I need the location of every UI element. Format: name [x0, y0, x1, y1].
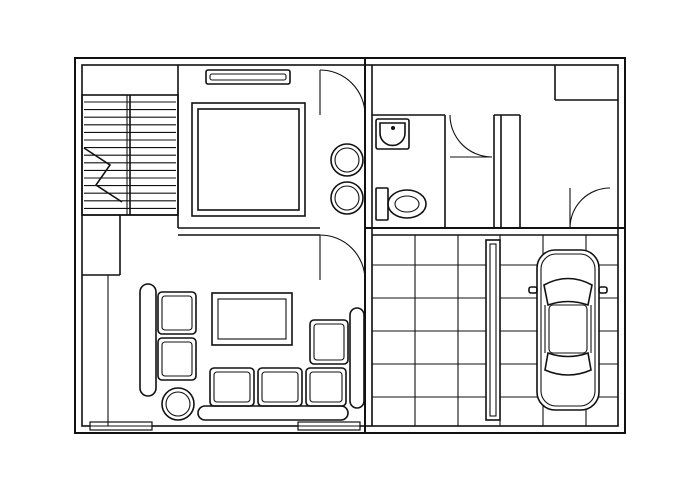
bed-icon — [191, 102, 306, 217]
doors — [319, 69, 611, 281]
sofa-icon — [139, 283, 365, 421]
car-icon — [528, 249, 608, 411]
side-table — [161, 387, 195, 421]
toilet-icon — [375, 187, 427, 221]
nightstand-stools — [330, 143, 364, 215]
staircase-icon — [81, 94, 179, 216]
headboard-shelf — [205, 69, 291, 85]
windows — [89, 421, 361, 431]
garage-divider — [485, 239, 501, 421]
sink-icon — [375, 118, 410, 150]
coffee-table-icon — [211, 292, 293, 346]
